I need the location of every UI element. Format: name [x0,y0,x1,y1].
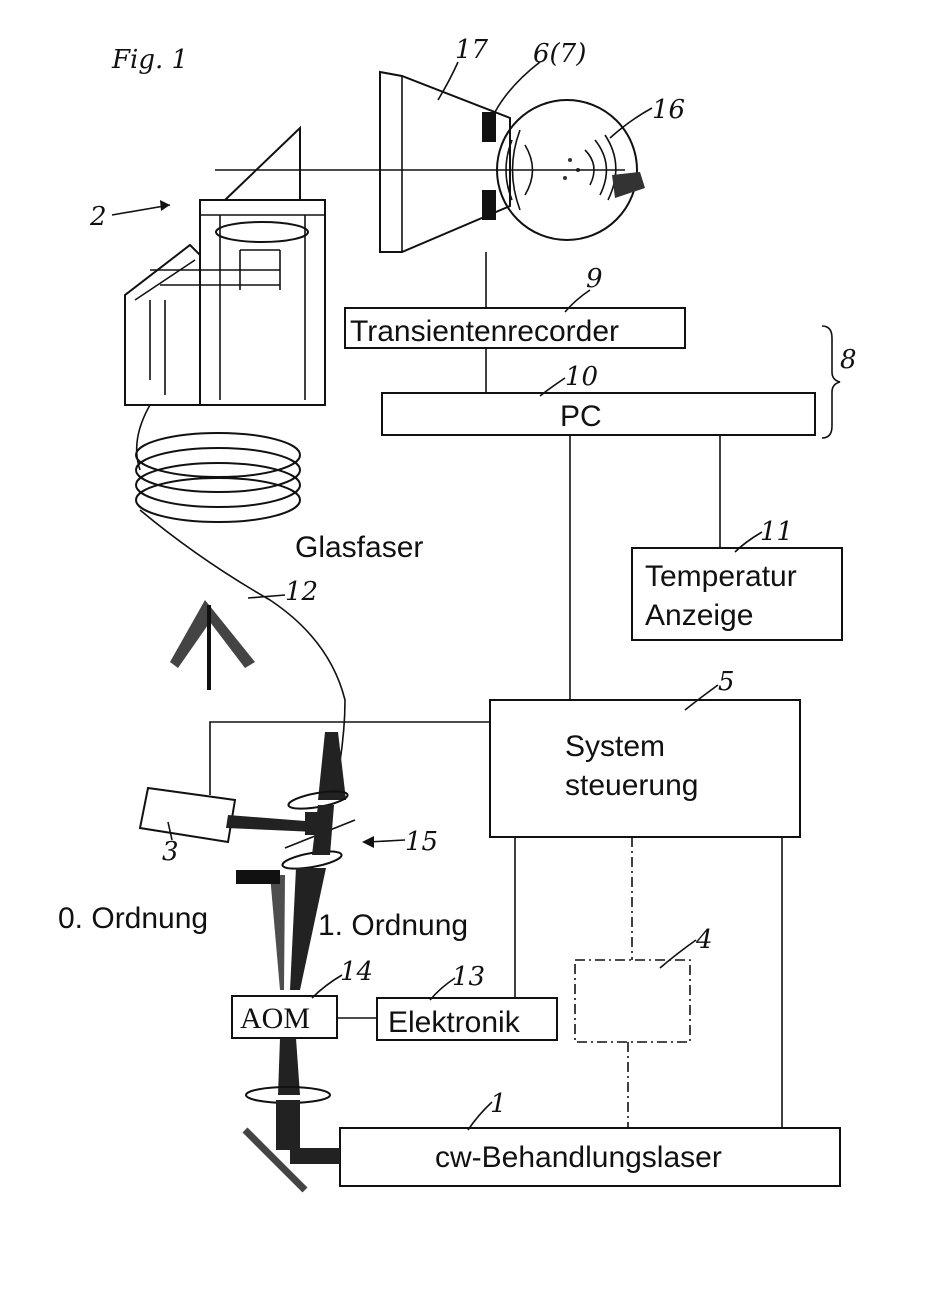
ref-10: 10 [565,362,598,392]
ref-11: 11 [760,517,793,547]
figure-label: Fig. 1 [111,45,188,75]
module-4-box [575,960,690,1042]
laser-input-path [245,1038,340,1190]
pc-label: PC [560,400,602,433]
ref-13: 13 [452,962,485,992]
ref-4: 4 [695,925,713,955]
electronics-label: Elektronik [388,1006,521,1039]
fiber-label: Glasfaser [295,531,423,564]
system-control-line1: System [565,730,665,763]
ref-12: 12 [285,577,318,607]
ref-15: 15 [405,827,438,857]
ref-9: 9 [586,264,603,294]
laser-label: cw-Behandlungslaser [435,1141,722,1174]
aom-label: AOM [240,1002,310,1035]
ref-17: 17 [455,35,489,65]
ref-8: 8 [840,345,857,375]
beam-optics-15 [236,732,355,990]
detector-3 [140,788,318,842]
ref-14: 14 [340,957,373,987]
zero-order-label: 0. Ordnung [58,902,208,935]
first-order-label: 1. Ordnung [318,909,468,942]
system-control-line2: steuerung [565,769,698,802]
ref-2: 2 [89,202,107,232]
ref-1: 1 [490,1089,507,1119]
direction-arrow [170,600,255,690]
transient-recorder-label: Transientenrecorder [350,315,619,348]
ref-3: 3 [162,837,179,867]
ref-6-7: 6(7) [533,39,586,69]
temperature-label-line1: Temperatur [645,560,797,593]
contact-lens [380,72,510,252]
bracket-8 [822,326,840,438]
ref-16: 16 [652,95,685,125]
ref-5: 5 [718,667,735,697]
temperature-label-line2: Anzeige [645,599,753,632]
